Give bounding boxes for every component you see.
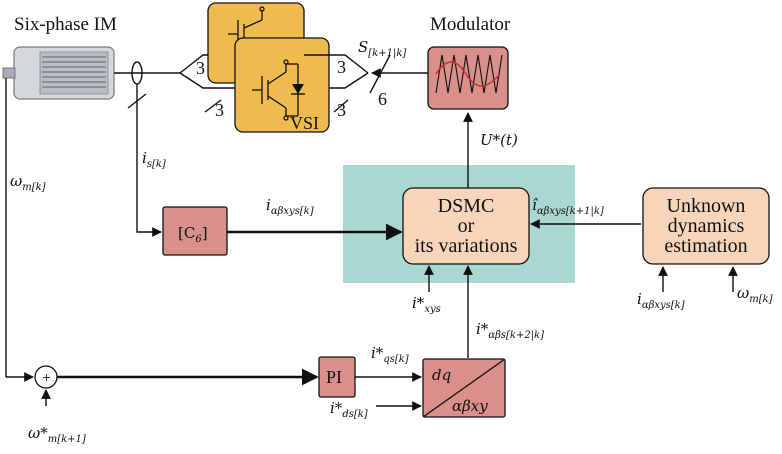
dsmc-label-line1: DSMC bbox=[438, 195, 495, 217]
current-measurement-wire bbox=[136, 84, 162, 237]
svg-text:+: + bbox=[42, 371, 51, 384]
c6-transform-block: [C6] bbox=[162, 206, 228, 256]
vsi-output-count-bottom: 3 bbox=[337, 100, 346, 120]
speed-feedback-label: ωm[k] bbox=[10, 172, 46, 193]
svg-text:dq: dq bbox=[432, 366, 451, 384]
estimator-label-line2: dynamics bbox=[668, 215, 745, 237]
speed-reference-label: ω*m[k+1] bbox=[28, 424, 86, 445]
switching-state-label: S[k+1|k] bbox=[358, 38, 406, 59]
modulator-block bbox=[427, 46, 509, 110]
wire-vsi-bottom-out bbox=[329, 72, 369, 89]
dsmc-label-line2: or bbox=[458, 215, 475, 237]
vsi-label: VSI bbox=[290, 113, 319, 133]
six-phase-motor-icon bbox=[2, 46, 115, 100]
current-slash bbox=[127, 93, 147, 109]
wire-to-vsi-bottom bbox=[179, 72, 237, 89]
count-slash-left bbox=[204, 99, 222, 113]
transformed-current-label: iαβxys[k] bbox=[266, 196, 314, 217]
svg-text:PI: PI bbox=[326, 367, 342, 387]
motor-title: Six-phase IM bbox=[14, 14, 117, 35]
estimator-label-line1: Unknown bbox=[667, 195, 746, 217]
pi-controller-block: PI bbox=[318, 356, 356, 398]
vsi-block-front: VSI bbox=[234, 37, 330, 133]
q-current-reference-label: i*qs[k] bbox=[371, 344, 409, 365]
estimated-current-label: îαβxys[k+1|k] bbox=[532, 196, 604, 217]
estimator-label-line3: estimation bbox=[664, 235, 747, 257]
xy-reference-label: i*xys bbox=[412, 294, 441, 315]
modulator-input-label: U*(t) bbox=[480, 131, 518, 149]
dsmc-label-line3: its variations bbox=[415, 235, 518, 257]
count-slash-six bbox=[369, 54, 391, 94]
wire-vsi-top-out bbox=[304, 54, 369, 74]
modulator-waveform-icon bbox=[435, 54, 503, 94]
modulator-output-count: 6 bbox=[378, 89, 387, 109]
svg-text:αβxy: αβxy bbox=[452, 397, 488, 415]
vsi-input-count-bottom: 3 bbox=[215, 100, 224, 120]
svg-text:[C6]: [C6] bbox=[178, 224, 208, 245]
estimator-current-input-label: iαβxys[k] bbox=[637, 290, 685, 311]
stator-current-label: is[k] bbox=[142, 149, 166, 170]
vsi-input-count-top: 3 bbox=[196, 58, 205, 78]
dq-to-alphabeta-transform-block: dq αβxy bbox=[422, 358, 506, 418]
modulator-title: Modulator bbox=[430, 14, 511, 35]
alpha-beta-reference-label: i*αβs[k+2|k] bbox=[476, 320, 544, 341]
dsmc-controller-block: DSMC or its variations bbox=[402, 187, 530, 265]
summing-junction: + bbox=[34, 365, 58, 389]
d-current-reference-label: i*ds[k] bbox=[330, 399, 368, 420]
estimator-speed-input-label: ωm[k] bbox=[737, 284, 773, 305]
vsi-output-count-top: 3 bbox=[337, 57, 346, 77]
unknown-dynamics-estimator-block: Unknown dynamics estimation bbox=[642, 187, 770, 265]
count-slash-right bbox=[333, 99, 349, 113]
